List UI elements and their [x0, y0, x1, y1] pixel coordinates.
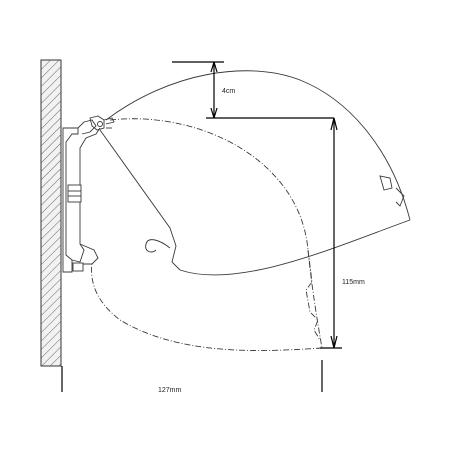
dimension-lines — [61, 61, 342, 392]
bottom-clip — [72, 262, 84, 272]
open-cassette-outline — [99, 70, 411, 276]
bolt-icon — [67, 184, 82, 203]
closed-cassette-outline — [91, 118, 323, 351]
gap-dimension-label: 4cm — [222, 88, 236, 95]
wall — [40, 59, 62, 367]
drop-dimension-label: 115mm — [342, 279, 365, 286]
width-dimension-label: 127mm — [158, 387, 182, 394]
